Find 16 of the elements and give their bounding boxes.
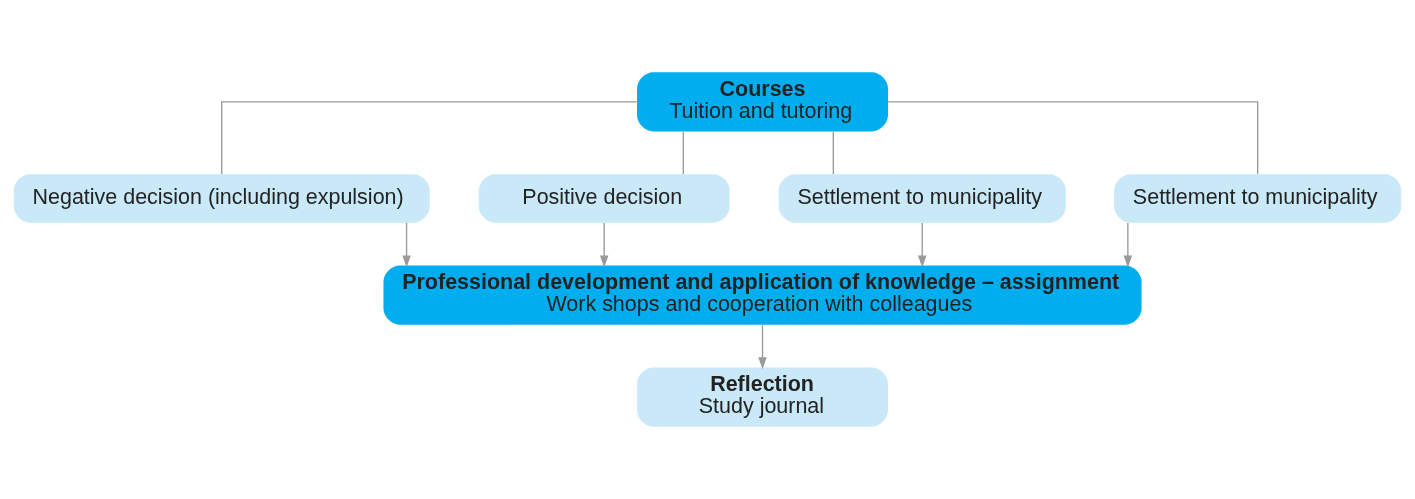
arrow: [917, 222, 927, 268]
node-box: Courses Tuition and tutoring: [637, 72, 888, 132]
arrow: [1123, 222, 1133, 268]
connector: [887, 101, 1259, 175]
node-box: Settlement to municipality: [1114, 174, 1402, 223]
arrow: [758, 324, 767, 370]
node-box: Professional development and application of knowledge – assignment Work shops and cooperation with colleagues: [383, 265, 1142, 325]
connector: [832, 131, 834, 175]
arrow: [599, 222, 609, 268]
connector: [682, 131, 684, 175]
arrow: [402, 222, 411, 268]
node-box: Positive decision: [478, 174, 730, 223]
node-box: Reflection Study journal: [637, 367, 888, 427]
node-box: Negative decision (including expulsion): [13, 174, 430, 223]
connector: [221, 101, 638, 175]
node-box: Settlement to municipality: [778, 174, 1066, 223]
